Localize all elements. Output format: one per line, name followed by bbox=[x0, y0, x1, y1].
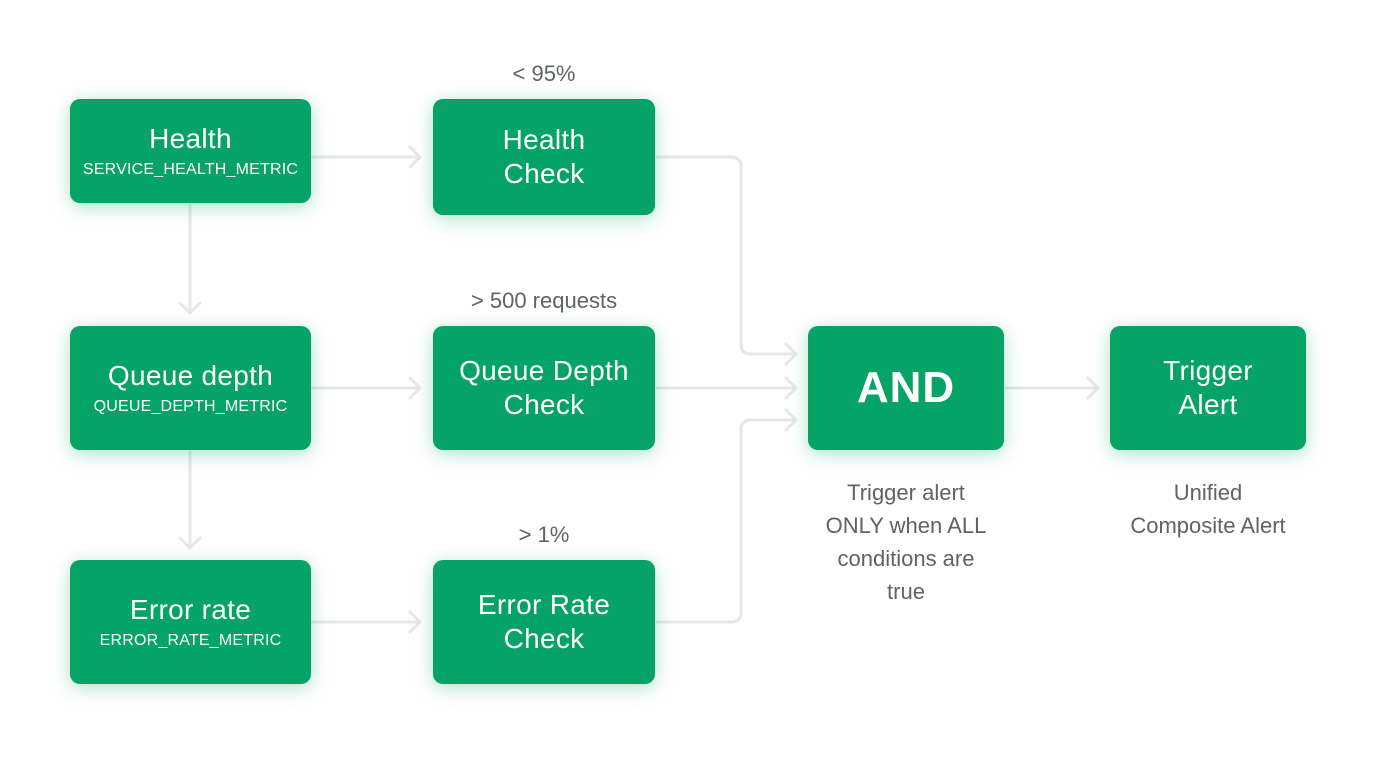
queue-depth-metric-name: QUEUE_DEPTH_METRIC bbox=[93, 398, 288, 415]
and-gate-box: AND bbox=[808, 326, 1004, 450]
and-caption-line-3: conditions are bbox=[837, 546, 975, 571]
and-caption-line-1: Trigger alert bbox=[847, 480, 965, 505]
error-rate-title: Error rate bbox=[129, 594, 252, 625]
health-check-box: Health Check bbox=[433, 99, 655, 215]
wire-queue-check-to-and bbox=[655, 376, 798, 400]
trigger-alert-line2: Alert bbox=[1178, 389, 1238, 420]
arrow-and-to-alert bbox=[1004, 376, 1100, 400]
alert-caption-line-2: Composite Alert bbox=[1130, 513, 1286, 538]
and-caption-line-2: ONLY when ALL bbox=[825, 513, 987, 538]
arrow-queue-to-check bbox=[310, 376, 422, 400]
error-rate-check-line1: Error Rate bbox=[477, 589, 611, 620]
queue-depth-check-line1: Queue Depth bbox=[459, 355, 629, 386]
alert-caption-line-1: Unified bbox=[1173, 480, 1243, 505]
wire-error-check-to-and bbox=[655, 408, 798, 624]
error-rate-metric-box: Error rate ERROR_RATE_METRIC bbox=[70, 560, 311, 684]
health-check-line1: Health bbox=[502, 124, 586, 155]
error-rate-check-box: Error Rate Check bbox=[433, 560, 655, 684]
error-rate-check-line2: Check bbox=[503, 623, 585, 654]
error-rate-metric-name: ERROR_RATE_METRIC bbox=[99, 632, 282, 649]
arrow-health-to-queue bbox=[178, 203, 202, 315]
health-threshold: < 95% bbox=[512, 61, 576, 86]
queue-depth-title: Queue depth bbox=[107, 360, 274, 391]
and-gate-caption: Trigger alert ONLY when ALL conditions a… bbox=[782, 476, 1030, 608]
and-caption-line-4: true bbox=[887, 579, 925, 604]
and-gate-label: AND bbox=[856, 363, 956, 412]
arrow-health-to-check bbox=[310, 145, 422, 169]
queue-depth-metric-box: Queue depth QUEUE_DEPTH_METRIC bbox=[70, 326, 311, 450]
health-metric-box: Health SERVICE_HEALTH_METRIC bbox=[70, 99, 311, 203]
trigger-alert-caption: Unified Composite Alert bbox=[1088, 476, 1328, 542]
queue-depth-check-line2: Check bbox=[503, 389, 585, 420]
trigger-alert-line1: Trigger bbox=[1163, 355, 1253, 386]
queue-depth-check-box: Queue Depth Check bbox=[433, 326, 655, 450]
health-metric-name: SERVICE_HEALTH_METRIC bbox=[82, 161, 299, 178]
arrow-error-to-check bbox=[310, 610, 422, 634]
health-title: Health bbox=[149, 123, 232, 154]
arrow-queue-to-error bbox=[178, 450, 202, 550]
wire-health-check-to-and bbox=[655, 155, 798, 366]
trigger-alert-box: Trigger Alert bbox=[1110, 326, 1306, 450]
queue-depth-threshold: > 500 requests bbox=[470, 288, 618, 313]
health-check-line2: Check bbox=[503, 158, 585, 189]
error-rate-threshold: > 1% bbox=[518, 522, 570, 547]
